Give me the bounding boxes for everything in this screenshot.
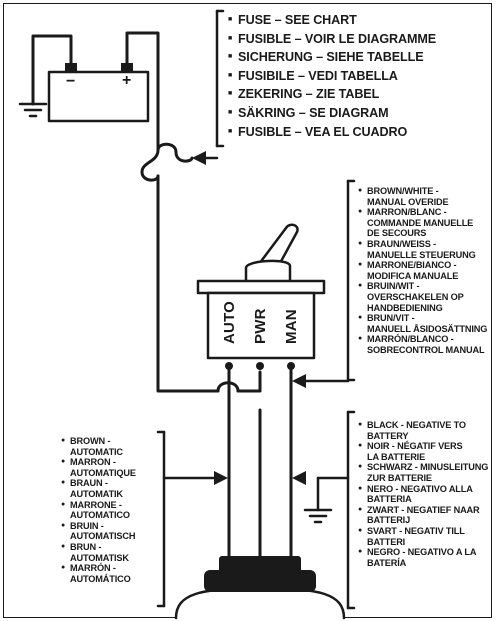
black-label: NOIR - NÉGATIF VERS LA BATTERIE	[358, 441, 488, 462]
brown-white-label: BRUIN/WIT - OVERSCHAKELEN OP HANDBEDIENI…	[358, 281, 487, 313]
pump-cable-gland	[219, 556, 301, 574]
brown-label: MARRÓN - AUTOMÁTICO	[61, 563, 136, 584]
switch-label-auto: AUTO	[221, 300, 238, 344]
switch-body	[196, 279, 326, 295]
black-label-bracket	[346, 410, 356, 610]
brown-label: MARRONE - AUTOMATICO	[61, 500, 136, 521]
black-label: NEGRO - NEGATIVO A LA BATERÍA	[358, 547, 488, 568]
fuse-label: ZEKERING – ZIE TABEL	[228, 85, 436, 104]
toggle-switch	[196, 223, 326, 370]
brown-white-label: MARRON/BLANC - COMMANDE MANUELLE DE SECO…	[358, 207, 487, 239]
battery-case	[47, 70, 150, 123]
fuse-label: FUSIBLE – VEA EL CUADRO	[228, 123, 436, 142]
switch-terminal-auto	[225, 362, 233, 370]
brown-pointer-arrow	[214, 471, 228, 485]
brown-white-pointer-arrow	[292, 374, 306, 388]
brown-label-list: BROWN - AUTOMATIC MARRON - AUTOMATIQUE B…	[61, 436, 136, 584]
switch-label-man: MAN	[283, 309, 300, 344]
fuse-to-switch-wire	[156, 174, 262, 393]
brown-white-label: BROWN/WHITE - MANUAL OVERIDE	[358, 186, 487, 207]
switch-terminal-man	[287, 362, 295, 370]
fuse-label: FUSE – SEE CHART	[228, 11, 436, 30]
fuse-label: SICHERUNG – SIEHE TABELLE	[228, 48, 436, 67]
pump	[174, 556, 346, 620]
pump-ground-symbol	[303, 508, 333, 524]
brown-label: BROWN - AUTOMATIC	[61, 436, 136, 457]
fuse-label: FUSIBLE – VOIR LE DIAGRAMME	[228, 30, 436, 49]
brown-white-label: MARRONE/BIANCO - MODIFICA MANUALE	[358, 260, 487, 281]
switch-label-pwr: PWR	[252, 308, 269, 344]
brown-label: MARRON - AUTOMATIQUE	[61, 457, 136, 478]
black-label: ZWART - NEGATIEF NAAR BATTERIJ	[358, 505, 488, 526]
brown-white-label-bracket	[346, 179, 356, 382]
battery-positive-sign: +	[122, 72, 132, 89]
black-label: SCHWARZ - MINUSLEITUNG ZUR BATTERIE	[358, 462, 488, 483]
brown-white-label: BRUN/VIT - MANUELL ÅSIDOSÄTTNING	[358, 313, 487, 334]
battery-positive-terminal	[121, 63, 133, 72]
brown-white-label-list: BROWN/WHITE - MANUAL OVERIDE MARRON/BLAN…	[358, 186, 487, 356]
battery-negative-terminal	[65, 63, 77, 72]
brown-label: BRUIN - AUTOMATISCH	[61, 521, 136, 542]
brown-label-bracket	[156, 430, 166, 608]
fuse-label: FUSIBILE – VEDI TABELLA	[228, 67, 436, 86]
black-label: SVART - NEGATIV TILL BATTERI	[358, 526, 488, 547]
battery-negative-sign: −	[66, 73, 76, 90]
pump-housing	[174, 586, 346, 620]
fuse-label-list: FUSE – SEE CHART FUSIBLE – VOIR LE DIAGR…	[228, 11, 436, 141]
battery	[47, 63, 150, 123]
black-pointer-arrow	[292, 471, 306, 485]
brown-label: BRAUN - AUTOMATIK	[61, 478, 136, 499]
fuse-pointer-arrow	[192, 151, 206, 165]
brown-white-label: MARRÓN/BLANCO - SOBRECONTROL MANUAL	[358, 334, 487, 355]
black-label: NERO - NEGATIVO ALLA BATTERIA	[358, 484, 488, 505]
battery-ground-symbol	[18, 102, 48, 118]
fuse-symbol	[140, 142, 194, 182]
fuse-label-bracket	[215, 9, 225, 148]
black-label-list: BLACK - NEGATIVE TO BATTERY NOIR - NÉGAT…	[358, 420, 488, 568]
switch-terminal-block	[206, 291, 316, 360]
pump-connector-boot	[204, 570, 316, 592]
battery-negative-wire	[31, 34, 73, 106]
fuse-label: SÄKRING – SE DIAGRAM	[228, 104, 436, 123]
switch-bushing	[244, 259, 292, 284]
switch-terminal-pwr	[256, 362, 264, 370]
brown-label: BRUN - AUTOMATISK	[61, 542, 136, 563]
battery-positive-wire	[125, 31, 160, 152]
black-label: BLACK - NEGATIVE TO BATTERY	[358, 420, 488, 441]
brown-white-label: BRAUN/WEISS - MANUELLE STEUERUNG	[358, 239, 487, 260]
